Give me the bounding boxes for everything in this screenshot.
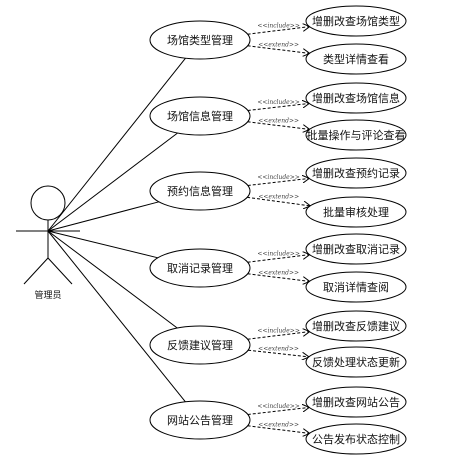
include-relation-line (247, 407, 309, 415)
extend-stereotype-label: <<extend>> (258, 194, 299, 201)
extend-stereotype-label: <<extend>> (258, 42, 299, 49)
include-use-case-ellipse (305, 5, 407, 37)
extend-stereotype-label: <<extend>> (258, 422, 299, 429)
include-use-case-label: 增删改查取消记录 (312, 242, 400, 256)
include-stereotype-label: <<include>> (257, 403, 299, 410)
include-use-case-ellipse (305, 82, 407, 114)
extend-relation-line (247, 196, 310, 206)
use-case-layer: 场馆类型管理 <<include>> 增删改查场馆类型 <<extend>> 类型详情查… (47, 5, 407, 455)
use-case-label: 预约信息管理 (167, 184, 233, 198)
actor-right-leg (47, 257, 73, 285)
include-stereotype-label: <<include>> (257, 22, 299, 29)
include-use-case-label: 增删改查预约记录 (312, 166, 400, 180)
use-case-ellipse (149, 96, 251, 136)
include-stereotype-label: <<include>> (257, 99, 299, 106)
extend-use-case-label: 取消详情查阅 (323, 280, 389, 294)
association-line (47, 230, 178, 329)
extend-use-case-ellipse (305, 423, 407, 455)
include-use-case-label: 增删改查反馈建议 (312, 319, 400, 333)
extend-use-case-ellipse (305, 119, 407, 151)
extend-use-case-ellipse (305, 43, 407, 75)
use-case-ellipse (149, 20, 251, 60)
association-line (47, 132, 178, 232)
use-case-label: 反馈建议管理 (167, 338, 233, 352)
extend-stereotype-label: <<extend>> (258, 346, 299, 353)
association-line (47, 201, 160, 232)
include-relation-line (247, 27, 310, 35)
extend-relation-line (247, 273, 310, 282)
include-stereotype-label: <<include>> (257, 327, 299, 334)
extend-use-case-label: 公告发布状态控制 (312, 432, 400, 446)
actor-label: 管理员 (34, 289, 61, 301)
include-use-case-ellipse (305, 386, 407, 418)
use-case-ellipse (149, 400, 251, 440)
include-stereotype-label: <<include>> (257, 174, 299, 181)
use-case-label: 场馆类型管理 (167, 33, 233, 47)
include-use-case-ellipse (305, 233, 407, 265)
use-case-label: 场馆信息管理 (167, 109, 233, 123)
association-line (47, 230, 186, 403)
extend-use-case-ellipse (305, 346, 407, 378)
actor-left-leg (23, 257, 49, 285)
use-case-ellipse (149, 248, 251, 288)
extend-use-case-ellipse (305, 196, 407, 228)
extend-stereotype-label: <<extend>> (258, 118, 299, 125)
include-use-case-label: 增删改查网站公告 (312, 395, 400, 409)
extend-use-case-label: 批量操作与评论查看 (307, 128, 406, 142)
actor-head (30, 185, 66, 221)
extend-stereotype-label: <<extend>> (258, 270, 299, 277)
extend-use-case-label: 批量审核处理 (323, 205, 389, 219)
extend-relation-line (247, 121, 310, 130)
include-stereotype-label: <<include>> (257, 250, 299, 257)
use-case-ellipse (149, 325, 251, 365)
include-relation-line (247, 178, 309, 186)
include-use-case-ellipse (305, 310, 407, 342)
use-case-label: 取消记录管理 (167, 261, 233, 275)
include-use-case-label: 增删改查场馆信息 (312, 91, 400, 105)
include-relation-line (247, 103, 309, 111)
include-relation-line (247, 255, 310, 263)
extend-relation-line (248, 349, 309, 357)
include-use-case-label: 增删改查场馆类型 (312, 14, 400, 28)
extend-use-case-ellipse (305, 271, 407, 303)
include-relation-line (247, 332, 310, 340)
use-case-label: 网站公告管理 (167, 413, 233, 427)
association-line (47, 57, 186, 232)
association-line (47, 230, 159, 259)
extend-use-case-label: 反馈处理状态更新 (312, 355, 400, 369)
extend-relation-line (247, 45, 310, 54)
use-case-ellipse (149, 171, 251, 211)
extend-use-case-label: 类型详情查看 (323, 52, 389, 66)
include-use-case-ellipse (305, 157, 407, 189)
extend-relation-line (247, 425, 310, 434)
